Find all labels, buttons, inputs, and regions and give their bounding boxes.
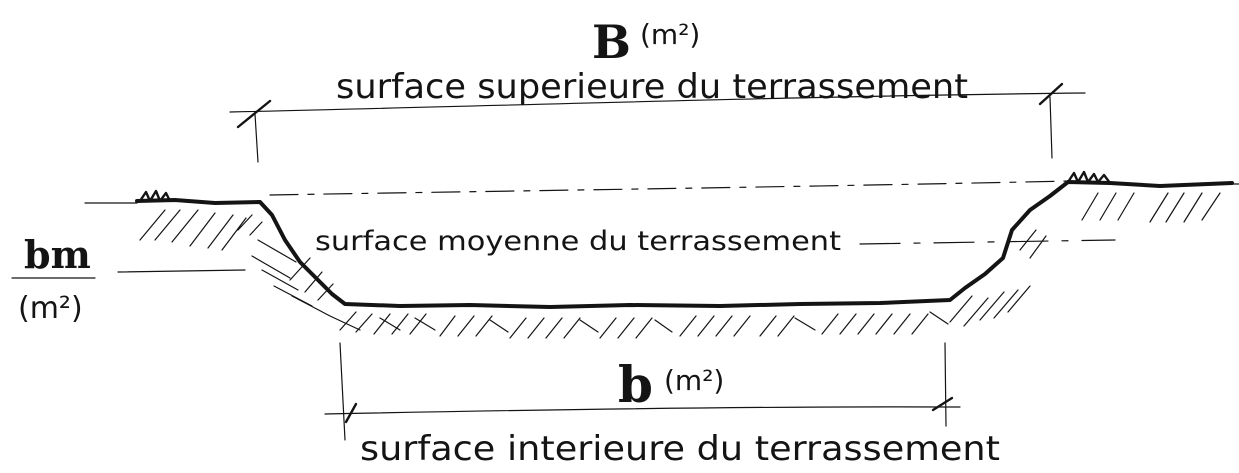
top-dimension-line [229,82,1086,163]
excavation-profile [135,170,1234,309]
bottom-dimension-line [324,342,961,441]
bottom-annotation: b (m²) surface interieure du terrassemen… [360,355,1000,469]
bottom-symbol: b [618,355,653,414]
top-unit: (m²) [640,18,700,51]
middle-symbol: bm [24,232,91,277]
middle-unit: (m²) [18,291,83,326]
top-symbol: B [592,15,631,69]
bottom-unit: (m²) [664,364,724,397]
soil-hatching [139,192,1221,339]
top-annotation: B (m²) surface superieure du terrassemen… [336,15,968,107]
top-label: surface superieure du terrassement [336,67,968,107]
average-surface-line [117,180,1116,273]
bottom-label: surface interieure du terrassement [360,429,1000,469]
middle-annotation: bm (m²) surface moyenne du terrassement [11,226,841,326]
middle-label: surface moyenne du terrassement [315,226,841,257]
